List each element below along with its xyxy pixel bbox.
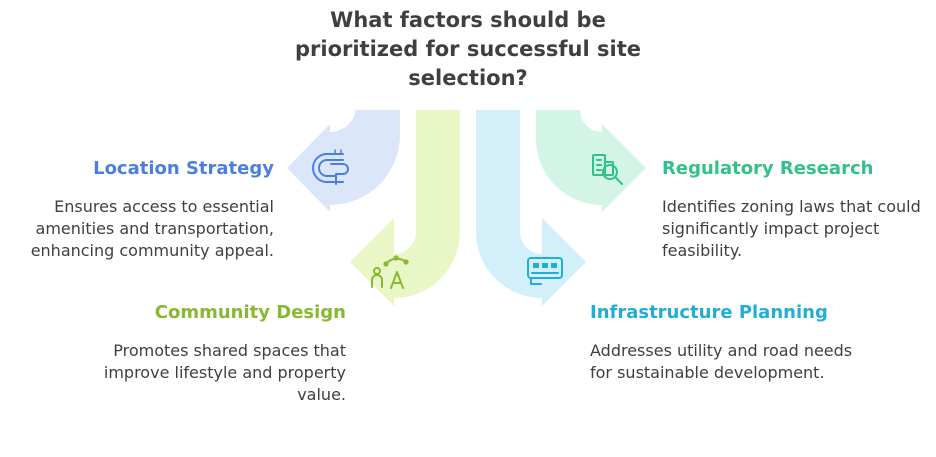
- location-strategy-heading: Location Strategy: [93, 158, 274, 179]
- community-design-description: Promotes shared spaces that improve life…: [103, 341, 346, 404]
- regulatory-research-description: Identifies zoning laws that could signif…: [662, 197, 921, 260]
- infrastructure-planning-description: Addresses utility and road needs for sus…: [590, 341, 853, 382]
- regulatory-arrow: [536, 110, 646, 212]
- community-design-heading: Community Design: [154, 302, 346, 323]
- location-strategy-description: Ensures access to essential amenities an…: [30, 197, 274, 260]
- infrastructure-planning-heading: Infrastructure Planning: [590, 302, 828, 323]
- regulatory-research-heading: Regulatory Research: [662, 158, 874, 179]
- location-arrow: [287, 106, 400, 212]
- community-people-icon: [371, 255, 409, 289]
- diagram-title: What factors should be prioritized for s…: [294, 8, 641, 90]
- community-arrow: [350, 110, 460, 306]
- conveyor-machine-icon: [527, 257, 563, 285]
- road-interchange-icon: [312, 149, 349, 185]
- building-search-icon: [592, 154, 623, 185]
